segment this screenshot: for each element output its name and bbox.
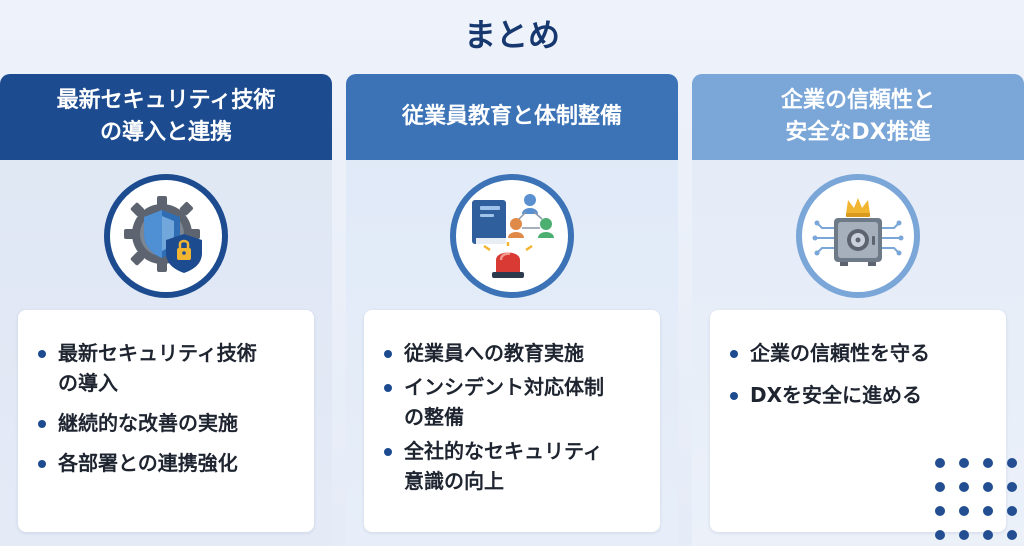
list-item-text: 継続的な改善の実施 (58, 411, 238, 435)
list-item-text: 従業員への教育実施 (404, 341, 584, 365)
list-item: 企業の信頼性を守る (724, 338, 992, 368)
summary-card: 最新セキュリティ技術 の導入 継続的な改善の実施 各部署との連携強化 (18, 310, 314, 532)
decorative-dot (983, 482, 993, 492)
list-item: 最新セキュリティ技術 の導入 (32, 338, 300, 398)
list-item-text: 最新セキュリティ技術 の導入 (58, 341, 257, 395)
list-item: 従業員への教育実施 (378, 338, 646, 368)
column-heading-text: 最新セキュリティ技術 の導入と連携 (56, 88, 276, 145)
decorative-dot (983, 506, 993, 516)
page-title: まとめ (463, 16, 560, 54)
bullet-icon (38, 460, 46, 468)
bullet-icon (38, 420, 46, 428)
decorative-dot (935, 458, 945, 468)
decorative-dot (1007, 458, 1017, 468)
list-item: 継続的な改善の実施 (32, 408, 300, 438)
decorative-dot (983, 530, 993, 540)
column-heading: 従業員教育と体制整備 (346, 74, 678, 160)
bullet-icon (384, 350, 392, 358)
summary-card: 従業員への教育実施 インシデント対応体制 の整備 全社的なセキュリティ 意識の向… (364, 310, 660, 532)
bullet-icon (384, 448, 392, 456)
list-item: インシデント対応体制 の整備 (378, 372, 646, 432)
decorative-dot (1007, 482, 1017, 492)
bullet-icon (384, 384, 392, 392)
list-item-text: 全社的なセキュリティ 意識の向上 (404, 439, 603, 493)
bullet-icon (730, 350, 738, 358)
decorative-dot-grid (930, 452, 1024, 546)
bullet-icon (730, 392, 738, 400)
decorative-dot (959, 458, 969, 468)
list-item-text: DXを安全に進める (750, 383, 923, 407)
summary-card: 企業の信頼性を守る DXを安全に進める (710, 310, 1006, 532)
safe-crown-circuit-icon (796, 174, 920, 298)
summary-column-trust-dx: 企業の信頼性と 安全なDX推進 (692, 74, 1024, 546)
list-item-text: 企業の信頼性を守る (750, 341, 930, 365)
decorative-dot (935, 482, 945, 492)
decorative-dot (959, 530, 969, 540)
column-heading-text: 企業の信頼性と 安全なDX推進 (780, 88, 935, 145)
list-item: 各部署との連携強化 (32, 448, 300, 478)
list-item-text: 各部署との連携強化 (58, 451, 238, 475)
list-item-text: インシデント対応体制 の整備 (404, 375, 604, 429)
book-team-alarm-icon (450, 174, 574, 298)
summary-column-education: 従業員教育と体制整備 (346, 74, 678, 546)
decorative-dot (983, 458, 993, 468)
column-heading-text: 従業員教育と体制整備 (401, 104, 622, 129)
decorative-dot (935, 506, 945, 516)
shield-gear-lock-icon (104, 174, 228, 298)
decorative-dot (1007, 530, 1017, 540)
summary-column-security-tech: 最新セキュリティ技術 の導入と連携 (0, 74, 332, 546)
column-heading: 企業の信頼性と 安全なDX推進 (692, 74, 1024, 160)
decorative-dot (1007, 506, 1017, 516)
list-item: DXを安全に進める (724, 380, 992, 410)
bullet-icon (38, 350, 46, 358)
decorative-dot (959, 482, 969, 492)
decorative-dot (935, 530, 945, 540)
decorative-dot (959, 506, 969, 516)
list-item: 全社的なセキュリティ 意識の向上 (378, 436, 646, 496)
column-heading: 最新セキュリティ技術 の導入と連携 (0, 74, 332, 160)
